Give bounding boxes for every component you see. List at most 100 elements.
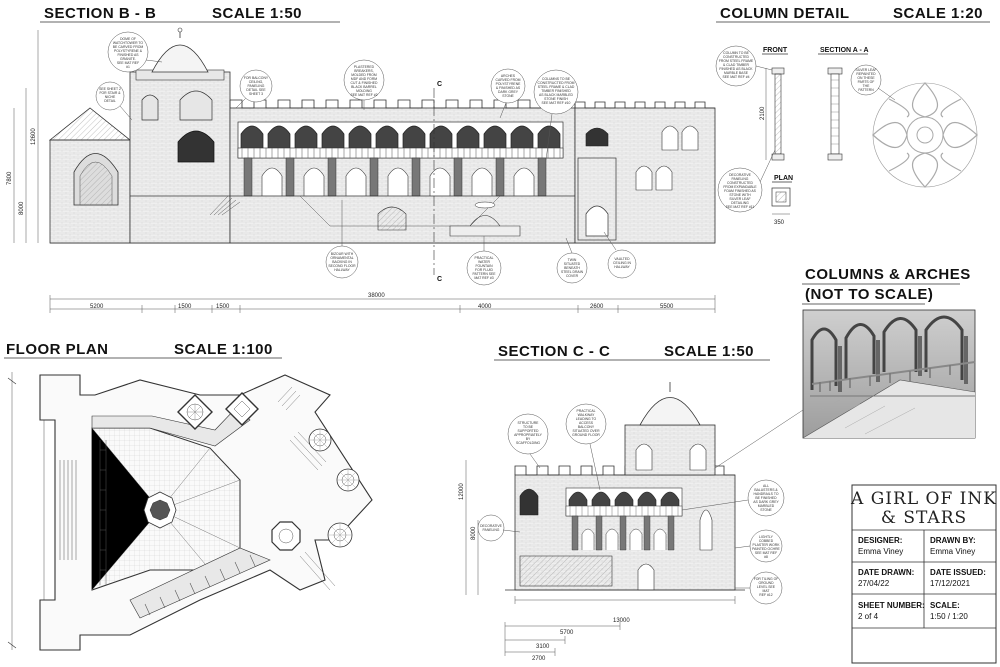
section-bb-horizontal-dimensions: 5200 1500 1500 38000 4000 2600 5500 (49, 293, 716, 313)
cc-dim-v-12000: 12000 (459, 483, 465, 500)
thatched-roof (48, 107, 132, 141)
section-cc-title-group: SECTION C - C SCALE 1:50 (494, 343, 770, 361)
cc-dim-h-2700: 2700 (532, 656, 546, 662)
date-drawn-label: DATE DRAWN: (858, 568, 914, 577)
tower-window-dark (177, 130, 215, 163)
section-bb-scale: SCALE 1:50 (212, 5, 302, 22)
section-cc-title: SECTION C - C (498, 343, 610, 360)
sheet-number-value: 2 of 4 (858, 612, 879, 621)
fountain-basin (449, 225, 521, 237)
section-cc-scale: SCALE 1:50 (664, 343, 754, 360)
dim-v-8000: 8000 (19, 201, 25, 215)
plan-round-towers (308, 428, 360, 548)
dim-h-1500-b: 1500 (216, 304, 230, 310)
section-bb-drawing: 7800 8000 12600 (7, 27, 716, 313)
column-detail-drawing: FRONT SECTION A - A 2100 PLAN 350 (715, 45, 978, 226)
dim-h-4000: 4000 (478, 304, 492, 310)
floor-plan-scale: SCALE 1:100 (174, 341, 273, 358)
column-section-label: SECTION A - A (820, 47, 869, 54)
section-marker-c-top: C (437, 81, 442, 88)
columns-arches-render (711, 309, 976, 471)
upper-arcade (237, 121, 564, 159)
dim-v-7800: 7800 (7, 171, 13, 185)
designer-label: DESIGNER: (858, 536, 902, 545)
cc-dim-h-5700: 5700 (560, 630, 574, 636)
dim-v-12600: 12600 (31, 128, 37, 145)
cc-arcade (565, 487, 683, 551)
plan-lower-colonnade (129, 547, 271, 619)
cc-dim-h-3100: 3100 (536, 644, 550, 650)
cc-dim-h-13000: 13000 (613, 618, 630, 624)
sheet-number-label: SHEET NUMBER: (858, 601, 925, 610)
plan-octagon-pavilion (271, 521, 301, 551)
floor-plan-drawing (7, 372, 373, 651)
date-issued-value: 17/12/2021 (930, 579, 971, 588)
section-bb-vertical-dimensions: 7800 8000 12600 (7, 30, 39, 243)
tower-dome (151, 44, 209, 73)
cc-dim-v-8000: 8000 (471, 526, 477, 540)
section-bb-title: SECTION B - B (44, 5, 156, 22)
floor-plan-title-group: FLOOR PLAN SCALE 1:100 (4, 341, 282, 359)
column-front-view: 2100 (760, 67, 785, 161)
column-height-dim: 2100 (760, 106, 766, 120)
column-detail-title-group: COLUMN DETAIL SCALE 1:20 (716, 5, 990, 23)
columns-arches-subtitle: (NOT TO SCALE) (805, 286, 933, 303)
columns-arches-title-group: COLUMNS & ARCHES (NOT TO SCALE) (802, 266, 970, 305)
lower-arcade (243, 157, 547, 197)
column-plan-label: PLAN (774, 175, 793, 182)
plan-pavilion-left (177, 394, 213, 430)
ornamental-pattern-detail (872, 82, 978, 188)
column-detail-title: COLUMN DETAIL (720, 5, 850, 22)
dim-h-5200: 5200 (90, 304, 104, 310)
date-issued-label: DATE ISSUED: (930, 568, 986, 577)
column-section-view (827, 67, 843, 161)
scale-value: 1:50 / 1:20 (930, 612, 968, 621)
drawn-by-label: DRAWN BY: (930, 536, 976, 545)
section-marker-c-bottom: C (437, 276, 442, 283)
brand-line-2: & STARS (881, 508, 967, 528)
column-detail-scale: SCALE 1:20 (893, 5, 983, 22)
dim-h-5500: 5500 (660, 304, 674, 310)
floor-plan-title: FLOOR PLAN (6, 341, 109, 358)
dim-h-1500-a: 1500 (178, 304, 192, 310)
title-block: A GIRL OF INK & STARS DESIGNER: Emma Vin… (850, 484, 997, 664)
drawn-by-value: Emma Viney (930, 547, 975, 556)
column-width-dim: 350 (774, 220, 785, 226)
